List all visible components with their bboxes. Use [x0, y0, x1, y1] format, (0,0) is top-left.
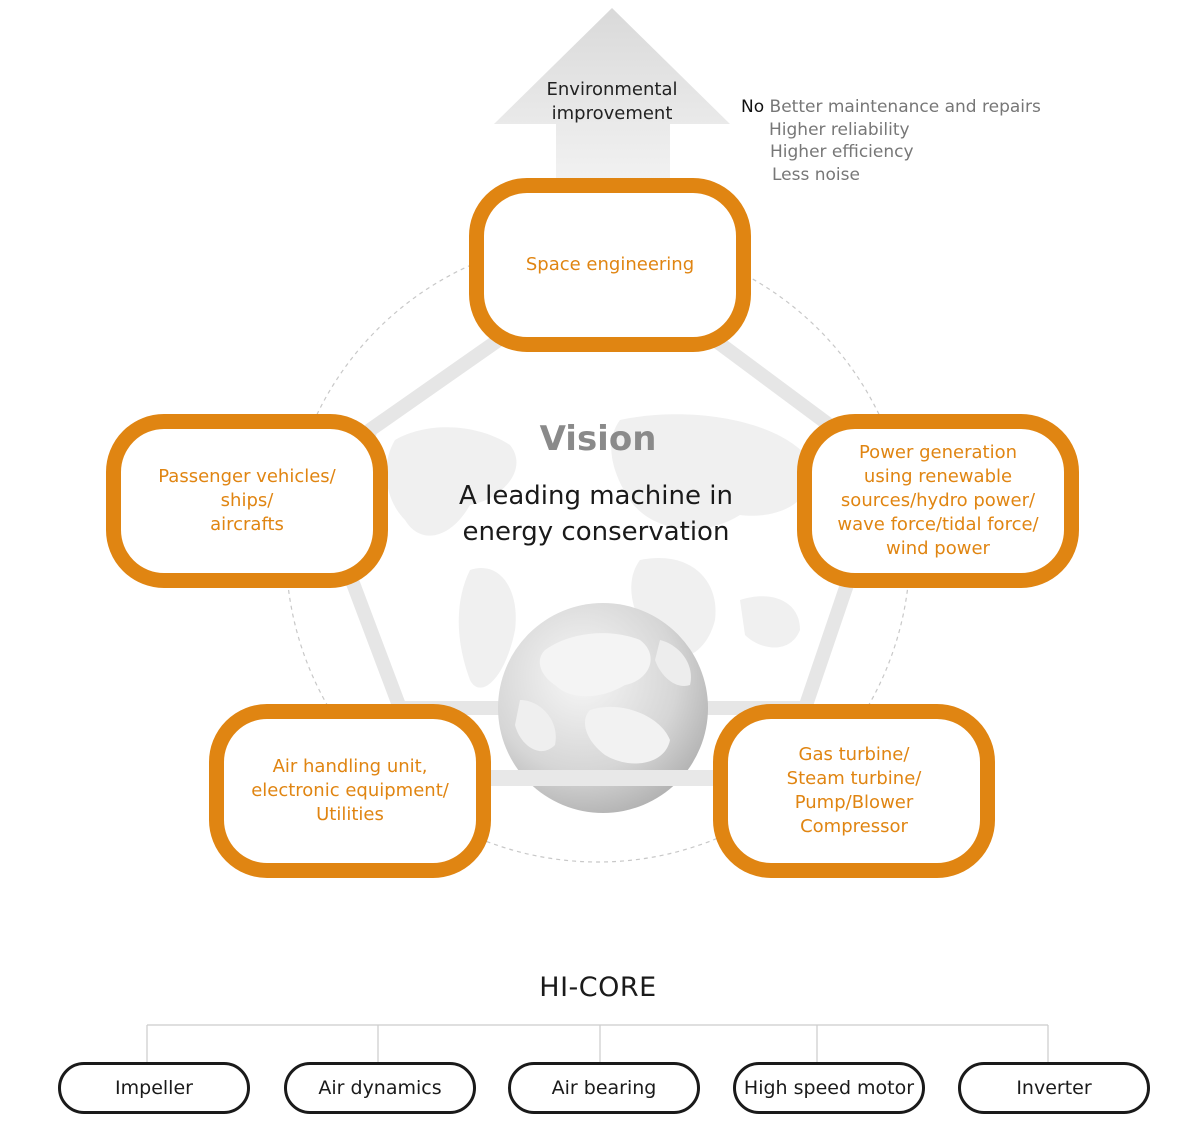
application-turbine: Gas turbine/ Steam turbine/ Pump/Blower …: [713, 704, 995, 878]
arrow-label: Environmental improvement: [520, 78, 704, 126]
hicore-connector-lines: [146, 1024, 1049, 1062]
globe-icon: [480, 603, 730, 813]
vision-title: Vision: [539, 419, 657, 459]
hicore-title: HI-CORE: [539, 972, 657, 1003]
application-label: Power generation using renewable sources…: [837, 442, 1039, 559]
environment-arrow-icon: [494, 8, 730, 182]
benefit-item: Less noise: [772, 164, 860, 185]
benefit-item: Higher reliability: [769, 119, 910, 140]
application-power-generation: Power generation using renewable sources…: [797, 414, 1079, 588]
core-item-air-bearing: Air bearing: [508, 1062, 700, 1114]
application-air-handling: Air handling unit, electronic equipment/…: [209, 704, 491, 878]
application-label: Space engineering: [525, 254, 695, 275]
benefits-list: No Better maintenance and repairs Higher…: [741, 96, 1041, 186]
benefit-line-1: No Better maintenance and repairs: [741, 96, 1041, 119]
core-item-label: Impeller: [115, 1077, 193, 1099]
application-space-engineering: Space engineering: [469, 178, 751, 352]
application-label: Passenger vehicles/ ships/ aircrafts: [158, 466, 336, 535]
core-item-label: Air dynamics: [318, 1077, 442, 1099]
core-item-label: Air bearing: [551, 1077, 657, 1099]
application-transport: Passenger vehicles/ ships/ aircrafts: [106, 414, 388, 588]
core-item-impeller: Impeller: [58, 1062, 250, 1114]
benefit-item: Higher efficiency: [770, 142, 914, 162]
core-item-high-speed-motor: High speed motor: [733, 1062, 925, 1114]
core-item-label: High speed motor: [743, 1077, 915, 1099]
application-label: Air handling unit, electronic equipment/…: [251, 756, 449, 825]
core-item-label: Inverter: [1016, 1077, 1092, 1099]
benefits-prefix: No: [741, 97, 765, 117]
core-item-inverter: Inverter: [958, 1062, 1150, 1114]
core-item-air-dynamics: Air dynamics: [284, 1062, 476, 1114]
world-map-watermark: [386, 414, 812, 688]
vision-statement: A leading machine in energy conservation: [459, 481, 733, 547]
application-label: Gas turbine/ Steam turbine/ Pump/Blower …: [786, 744, 922, 837]
environmental-improvement-text: Environmental improvement: [546, 79, 678, 124]
benefit-item: Better maintenance and repairs: [769, 97, 1041, 117]
